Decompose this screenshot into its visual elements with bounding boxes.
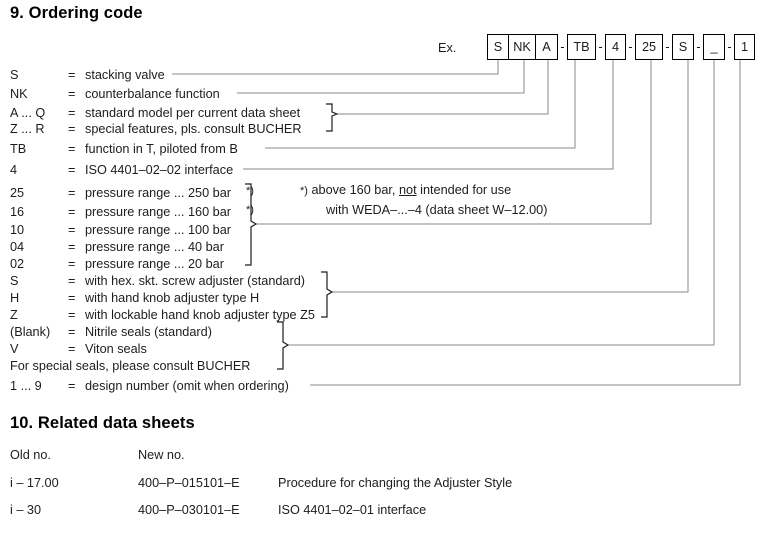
code-box-pressure: 25 — [635, 34, 663, 60]
legend-code-10: 02 — [10, 257, 25, 271]
legend-equals-9: = — [68, 240, 76, 254]
legend-code-4: TB — [10, 142, 27, 156]
legend-equals-2: = — [68, 106, 76, 120]
legend-equals-10: = — [68, 257, 76, 271]
legend-code-6: 25 — [10, 186, 25, 200]
special-seals-note: For special seals, please consult BUCHER — [10, 359, 251, 373]
code-box-model: A — [536, 34, 558, 60]
legend-desc-8: pressure range ... 100 bar — [85, 223, 231, 237]
legend-desc-11: with hex. skt. screw adjuster (standard) — [85, 274, 305, 288]
legend-code-0: S — [10, 68, 19, 82]
footnote-line-2: with WEDA–...–4 (data sheet W–12.00) — [326, 203, 548, 217]
table-row-0-new: 400–P–015101–E — [138, 476, 240, 490]
table-row-0-desc: Procedure for changing the Adjuster Styl… — [278, 476, 513, 490]
footnote-text-after: intended for use — [420, 183, 512, 197]
legend-equals-4: = — [68, 142, 76, 156]
legend-desc-12: with hand knob adjuster type H — [85, 291, 260, 305]
legend-desc-13: with lockable hand knob adjuster type Z5 — [85, 308, 315, 322]
code-separator-6: - — [727, 40, 732, 54]
legend-code-7: 16 — [10, 205, 25, 219]
code-box-function: NK — [509, 34, 536, 60]
code-separator-2: - — [598, 40, 603, 54]
legend-equals-0: = — [68, 68, 76, 82]
legend-desc-14: Nitrile seals (standard) — [85, 325, 212, 339]
code-separator-1: - — [560, 40, 565, 54]
legend-code-14: (Blank) — [10, 325, 51, 339]
legend-equals-3: = — [68, 122, 76, 136]
legend-code-1: NK — [10, 87, 28, 101]
legend-equals-5: = — [68, 163, 76, 177]
footnote-marker: *) — [300, 185, 308, 197]
legend-code-9: 04 — [10, 240, 25, 254]
legend-code-11: S — [10, 274, 19, 288]
legend-desc-15: Viton seals — [85, 342, 147, 356]
legend-equals-8: = — [68, 223, 76, 237]
code-box-series: S — [487, 34, 509, 60]
legend-desc-4: function in T, piloted from B — [85, 142, 238, 156]
table-header-new-no: New no. — [138, 448, 185, 462]
legend-code-16: 1 ... 9 — [10, 379, 42, 393]
legend-code-15: V — [10, 342, 19, 356]
legend-equals-13: = — [68, 308, 76, 322]
code-separator-3: - — [628, 40, 633, 54]
code-box-adjuster: S — [672, 34, 694, 60]
footnote-line-1: *) above 160 bar, not intended for use — [300, 183, 511, 198]
footnote-text-before: above 160 bar, — [311, 183, 396, 197]
legend-equals-15: = — [68, 342, 76, 356]
page-title-ordering-code: 9. Ordering code — [10, 4, 143, 22]
code-box-port-function: TB — [567, 34, 596, 60]
legend-desc-0: stacking valve — [85, 68, 165, 82]
legend-desc-9: pressure range ... 40 bar — [85, 240, 224, 254]
legend-code-2: A ... Q — [10, 106, 46, 120]
legend-desc-16: design number (omit when ordering) — [85, 379, 289, 393]
legend-desc-1: counterbalance function — [85, 87, 220, 101]
page-title-related-data-sheets: 10. Related data sheets — [10, 414, 195, 432]
table-row-1-desc: ISO 4401–02–01 interface — [278, 503, 427, 517]
example-label: Ex. — [438, 41, 457, 55]
legend-code-8: 10 — [10, 223, 25, 237]
legend-desc-5: ISO 4401–02–02 interface — [85, 163, 234, 177]
legend-desc-3: special features, pls. consult BUCHER — [85, 122, 302, 136]
legend-equals-6: = — [68, 186, 76, 200]
legend-desc-2: standard model per current data sheet — [85, 106, 301, 120]
code-box-interface: 4 — [605, 34, 626, 60]
code-separator-5: - — [696, 40, 701, 54]
legend-equals-16: = — [68, 379, 76, 393]
legend-note-marker-7: *) — [246, 204, 254, 216]
legend-equals-7: = — [68, 205, 76, 219]
code-box-seals: _ — [703, 34, 725, 60]
legend-code-5: 4 — [10, 163, 18, 177]
legend-desc-6: pressure range ... 250 bar — [85, 186, 231, 200]
legend-code-12: H — [10, 291, 20, 305]
table-row-1-new: 400–P–030101–E — [138, 503, 240, 517]
code-separator-4: - — [665, 40, 670, 54]
ordering-code-boxes: S NK A - TB - 4 - 25 - S - _ - 1 — [487, 34, 755, 60]
legend-code-13: Z — [10, 308, 18, 322]
legend-code-3: Z ... R — [10, 122, 45, 136]
legend-equals-11: = — [68, 274, 76, 288]
legend-desc-10: pressure range ... 20 bar — [85, 257, 224, 271]
code-box-design-number: 1 — [734, 34, 755, 60]
legend-equals-12: = — [68, 291, 76, 305]
legend-equals-1: = — [68, 87, 76, 101]
legend-note-marker-6: *) — [246, 185, 254, 197]
table-header-old-no: Old no. — [10, 448, 51, 462]
table-row-1-old: i – 30 — [10, 503, 42, 517]
legend-desc-7: pressure range ... 160 bar — [85, 205, 231, 219]
footnote-emphasis-not: not — [398, 183, 417, 197]
legend-equals-14: = — [68, 325, 76, 339]
table-row-0-old: i – 17.00 — [10, 476, 59, 490]
